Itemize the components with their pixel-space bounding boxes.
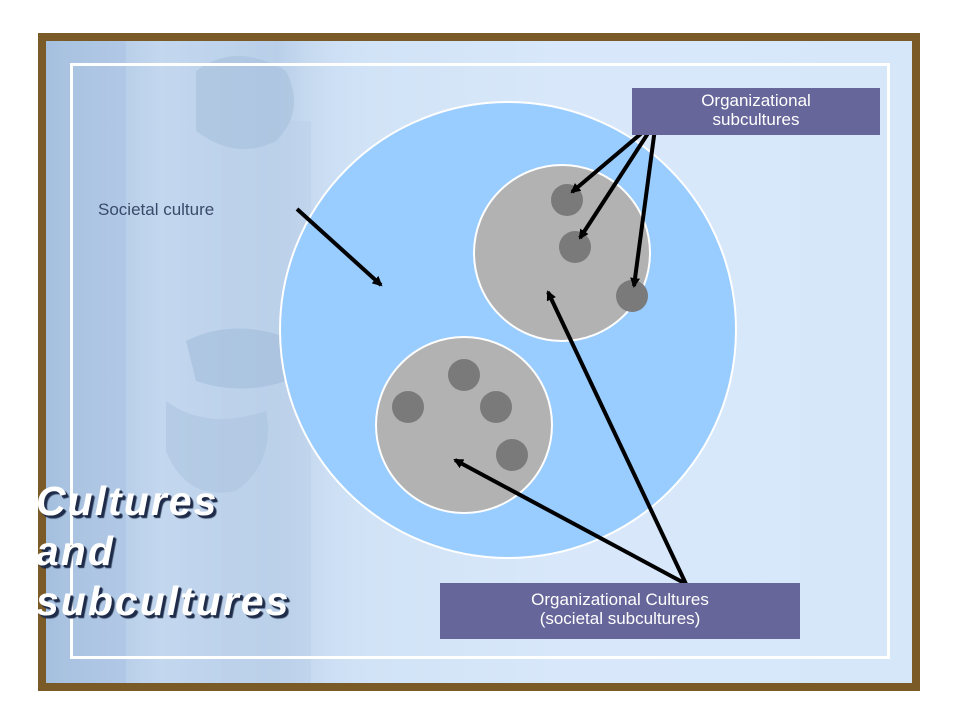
box-line: Organizational Cultures (531, 590, 709, 609)
title-line: subcultures (36, 578, 291, 624)
societal-culture-label: Societal culture (98, 200, 215, 219)
organizational-cultures-box: Organizational Cultures (societal subcul… (440, 583, 800, 639)
box-line: subcultures (712, 110, 800, 129)
subculture-dot (496, 439, 528, 471)
arrow-societal (295, 207, 383, 287)
arrow-subculture-3 (630, 120, 658, 288)
title-line: and (36, 528, 115, 574)
subculture-dot (448, 359, 480, 391)
box-line: Organizational (701, 91, 811, 110)
slide-title: Cultures and subcultures (36, 476, 290, 626)
arrow-organization-top (546, 290, 688, 585)
arrow-subculture-2 (578, 119, 658, 240)
subculture-dot (480, 391, 512, 423)
organizational-subcultures-box: Organizational subcultures (632, 88, 880, 135)
subculture-dot (616, 280, 648, 312)
arrow-organization-bottom (453, 458, 687, 586)
title-line: Cultures (36, 478, 219, 524)
subculture-dot (392, 391, 424, 423)
subculture-dot (559, 231, 591, 263)
box-line: (societal subcultures) (539, 609, 701, 628)
